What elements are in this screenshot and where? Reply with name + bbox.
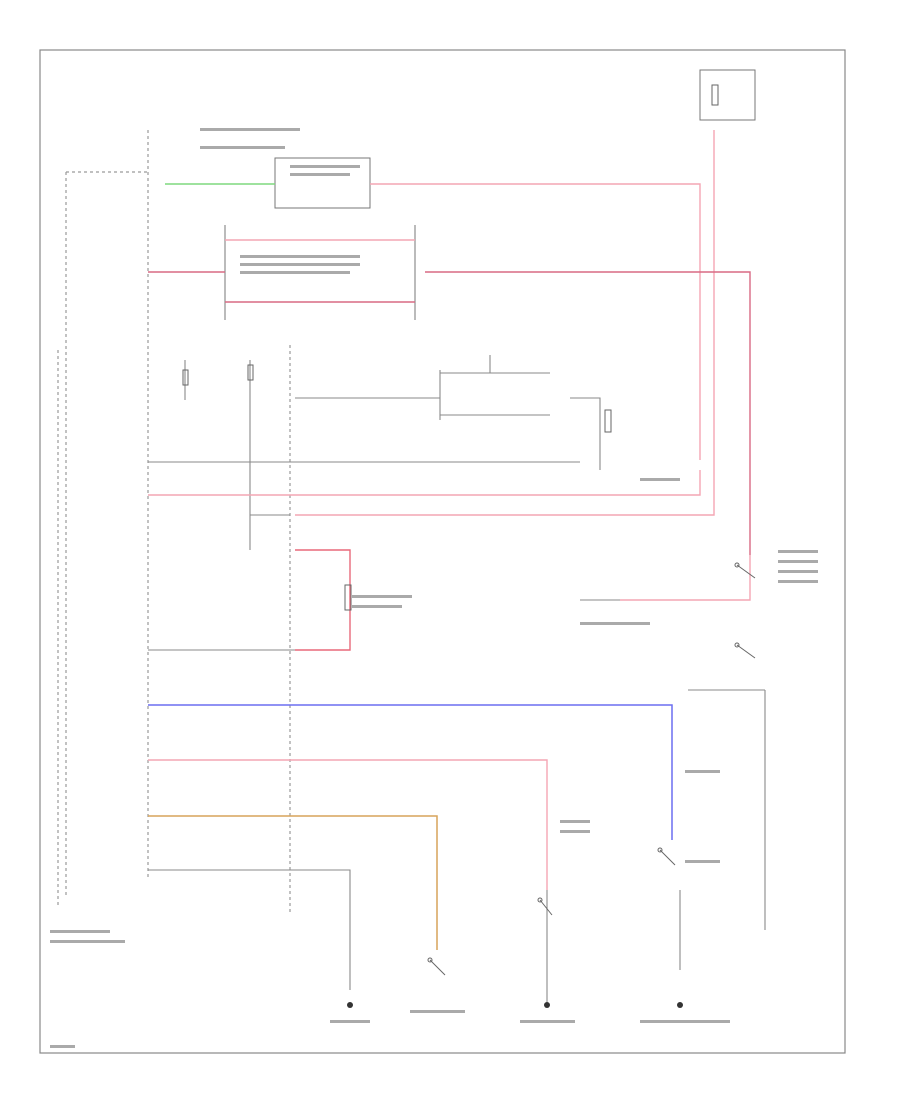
red-wires-top [148,271,751,555]
fuse-symbol-icon [182,84,719,611]
gray-wires-right [546,690,766,1005]
pink-wires-top [225,130,715,516]
blue-wire [148,704,673,840]
ecu-outline [57,130,291,915]
top-module-block [224,69,756,320]
orange-wire [148,815,438,950]
pink-wires-mid [148,470,751,601]
diagram-frame [39,49,846,1054]
gray-wires-mid [148,355,765,990]
ground-symbol-icon [347,1002,683,1008]
red-loop-wire [295,549,351,651]
switch-symbol-icon [427,562,756,976]
pink-wire-lower [148,759,548,890]
text-placeholder-marks [50,128,818,1048]
